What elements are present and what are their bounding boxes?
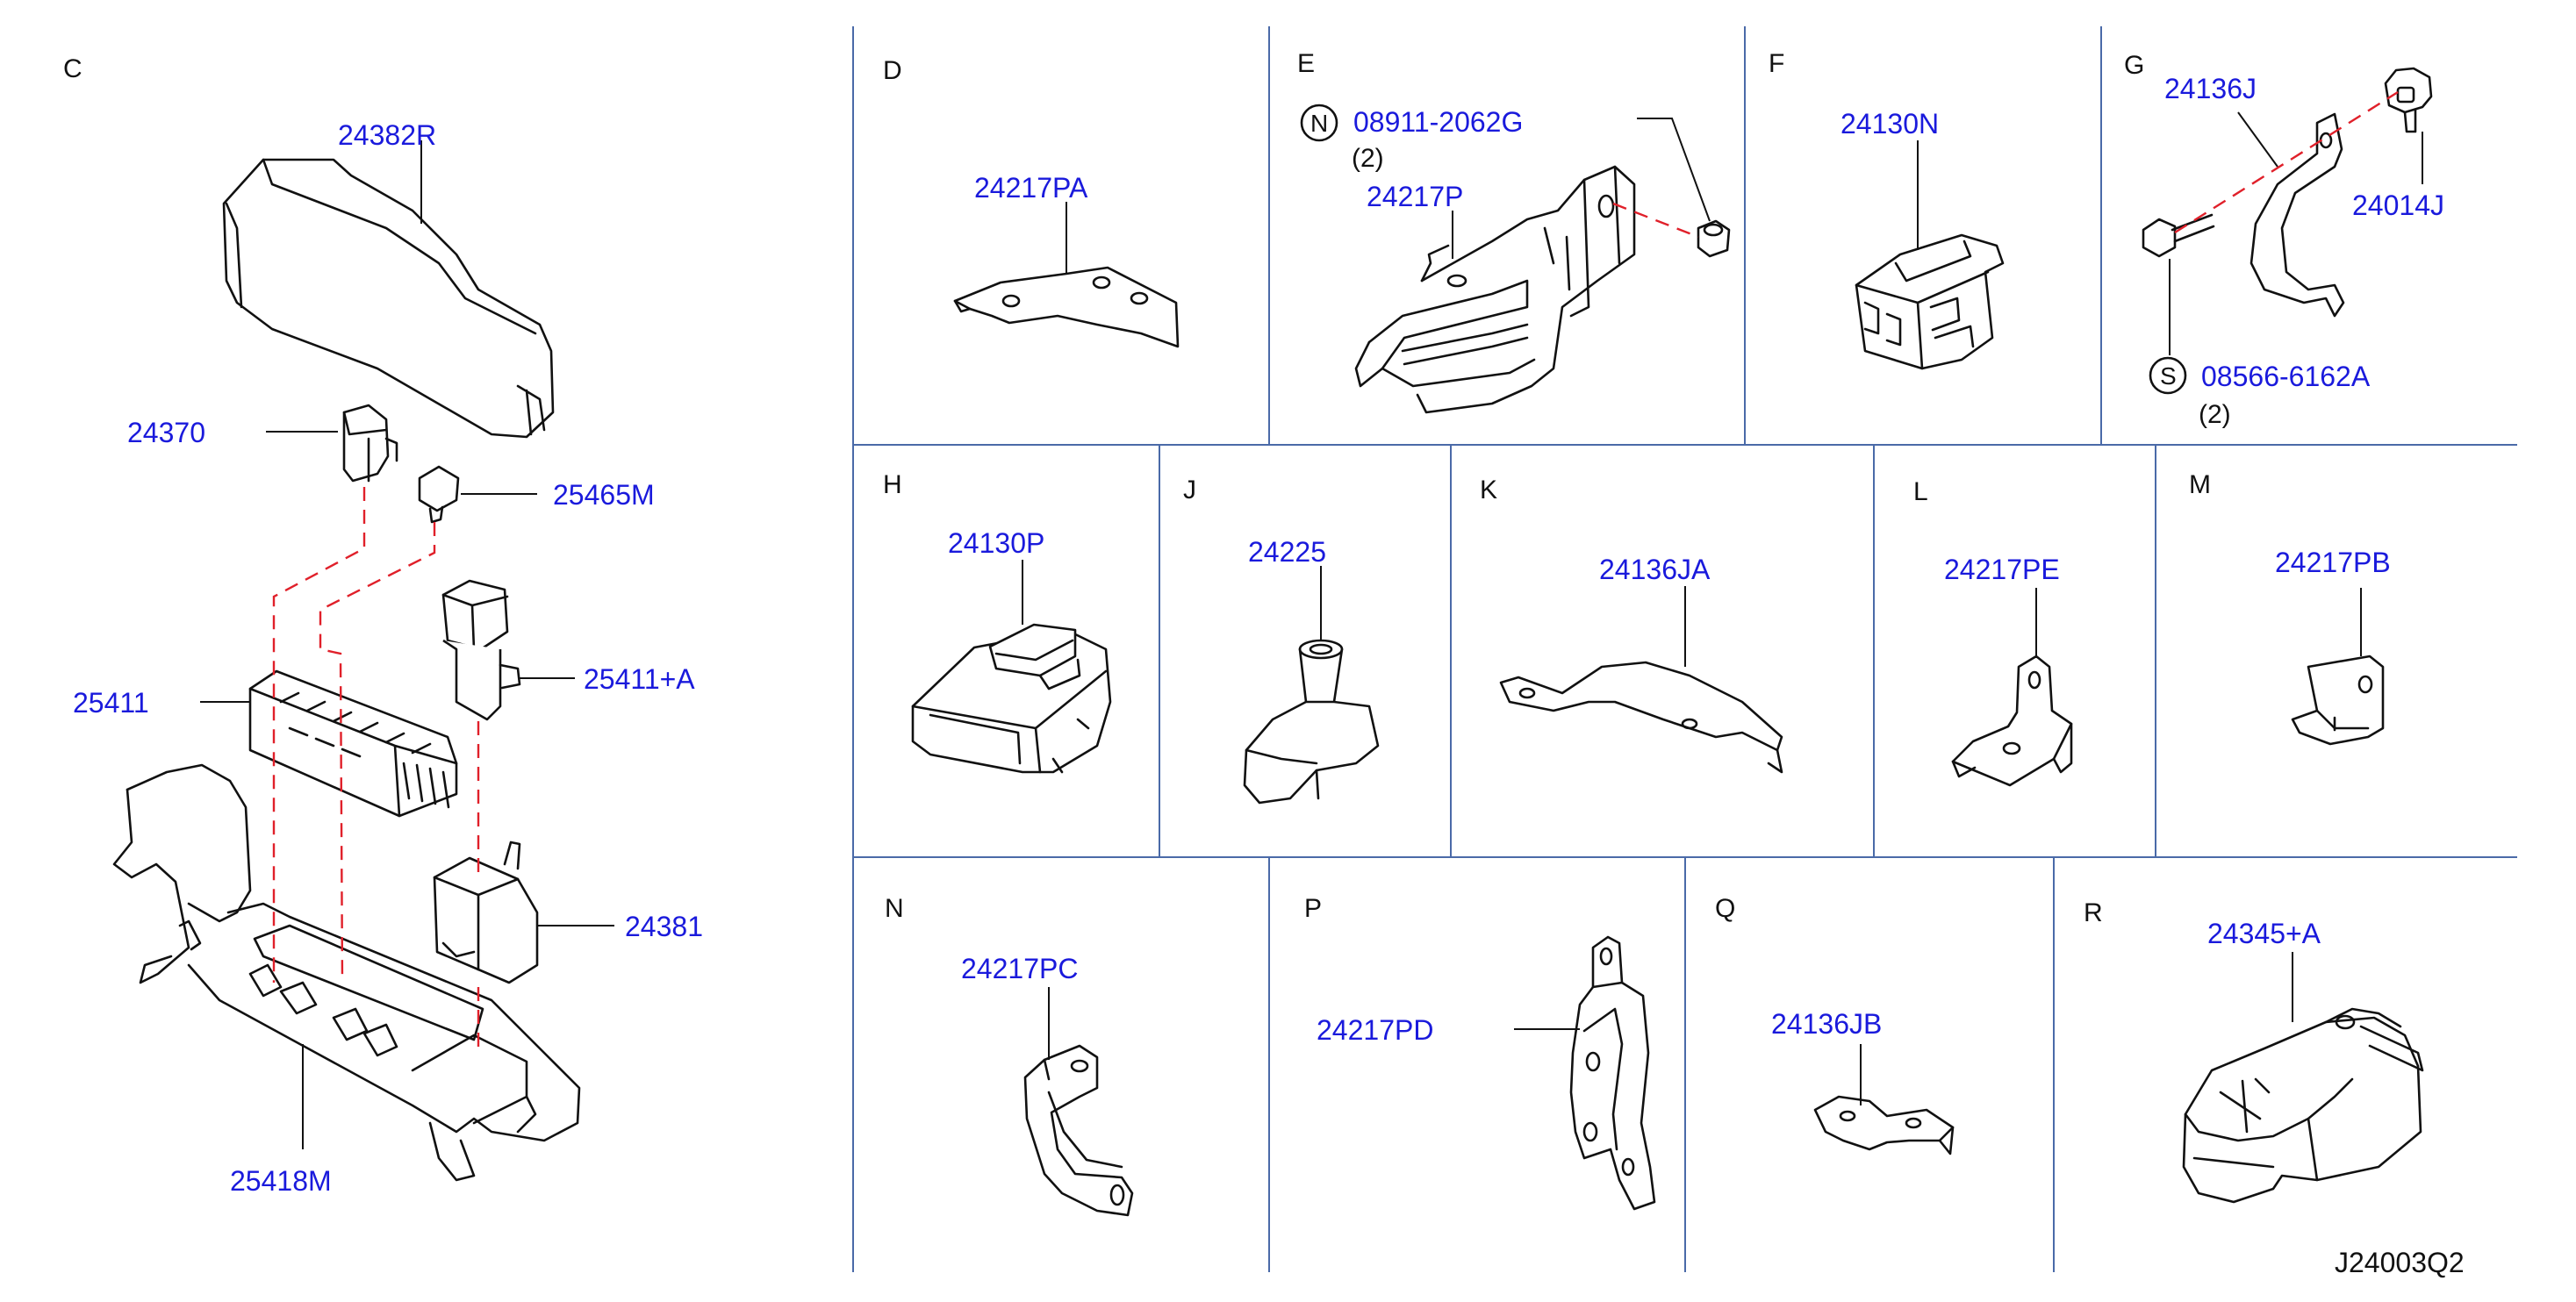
part-25465m[interactable]: 25465M (553, 479, 655, 511)
section-label-f: F (1769, 49, 1784, 78)
part-24217pa[interactable]: 24217PA (974, 172, 1088, 204)
section-label-p: P (1304, 894, 1322, 923)
bracket-24217pa-drawing (953, 266, 1180, 348)
part-08911-2062g[interactable]: 08911-2062G (1353, 106, 1523, 138)
part-25411[interactable]: 25411 (73, 687, 149, 719)
part-24130n[interactable]: 24130N (1841, 108, 1939, 140)
nut-08911-drawing (1697, 219, 1731, 258)
section-label-c: C (63, 54, 83, 83)
diagram-code: J24003Q2 (2335, 1247, 2465, 1278)
part-24381[interactable]: 24381 (625, 911, 703, 942)
s-symbol-circle (2149, 356, 2187, 395)
part-24136j[interactable]: 24136J (2164, 73, 2257, 104)
bracket-24136jb-drawing (1813, 1095, 1955, 1155)
leader-24136j (2237, 111, 2278, 168)
n-symbol: N (1310, 110, 1328, 137)
section-label-m: M (2189, 470, 2211, 499)
part-24136jb[interactable]: 24136JB (1771, 1008, 1882, 1040)
grid-lines (852, 26, 2517, 1272)
part-24217pe[interactable]: 24217PE (1944, 554, 2060, 585)
bracket-24217pc-drawing (1023, 1044, 1134, 1217)
qty-g: (2) (2199, 400, 2231, 429)
guide-e (1612, 202, 1699, 239)
n-symbol-circle (1300, 104, 1338, 142)
section-label-g: G (2124, 51, 2144, 80)
part-24130p[interactable]: 24130P (948, 527, 1044, 559)
part-25411a[interactable]: 25411+A (584, 663, 695, 695)
part-25418m[interactable]: 25418M (230, 1165, 332, 1197)
grommet-24014j-drawing (2384, 67, 2433, 133)
bolt-08566-drawing (2142, 213, 2215, 258)
section-label-r: R (2084, 898, 2103, 927)
bracket-24136ja-drawing (1499, 661, 1783, 774)
bracket-24217pe-drawing (1951, 655, 2073, 787)
part-24345a[interactable]: 24345+A (2207, 918, 2321, 949)
part-24136ja[interactable]: 24136JA (1599, 554, 1711, 585)
boot-24225-drawing (1243, 639, 1380, 805)
fuse-25465m-drawing (418, 465, 460, 524)
clip-24136j-drawing (2250, 112, 2345, 318)
section-label-k: K (1480, 476, 1497, 504)
section-label-l: L (1913, 477, 1928, 506)
bracket-24217pb-drawing (2291, 655, 2385, 746)
part-24014j[interactable]: 24014J (2352, 190, 2444, 221)
part-08566-6162a[interactable]: 08566-6162A (2201, 361, 2371, 392)
fuse-holder-25418m-drawing (112, 763, 581, 1182)
relay-24370-drawing (342, 404, 398, 483)
leader-08911 (1637, 118, 1711, 222)
qty-e: (2) (1352, 144, 1384, 173)
s-symbol: S (2160, 362, 2177, 390)
part-24217pb[interactable]: 24217PB (2275, 547, 2391, 578)
bracket-24217p-drawing (1354, 165, 1636, 414)
part-24217pd[interactable]: 24217PD (1317, 1014, 1433, 1046)
module-24130p-drawing (911, 623, 1112, 774)
part-24217pc[interactable]: 24217PC (961, 953, 1078, 984)
section-label-h: H (883, 470, 902, 499)
part-24225[interactable]: 24225 (1248, 536, 1326, 568)
module-24130n-drawing (1855, 233, 2005, 370)
fuse-box-cover-drawing (222, 158, 555, 439)
section-label-e: E (1297, 49, 1315, 78)
part-24217p[interactable]: 24217P (1367, 181, 1463, 212)
bracket-24217pd-drawing (1569, 935, 1656, 1211)
relay-24381-drawing (433, 841, 539, 984)
section-label-n: N (885, 894, 904, 923)
relay-25411a-drawing (441, 579, 521, 721)
section-label-q: Q (1715, 894, 1735, 923)
fuse-block-25411-drawing (248, 669, 458, 818)
section-label-d: D (883, 56, 902, 85)
section-label-j: J (1183, 476, 1196, 504)
assembly-guide-lines (272, 487, 480, 1053)
cap-24345a-drawing (2182, 1007, 2424, 1204)
part-24370[interactable]: 24370 (127, 417, 205, 448)
part-24382r[interactable]: 24382R (338, 119, 436, 151)
